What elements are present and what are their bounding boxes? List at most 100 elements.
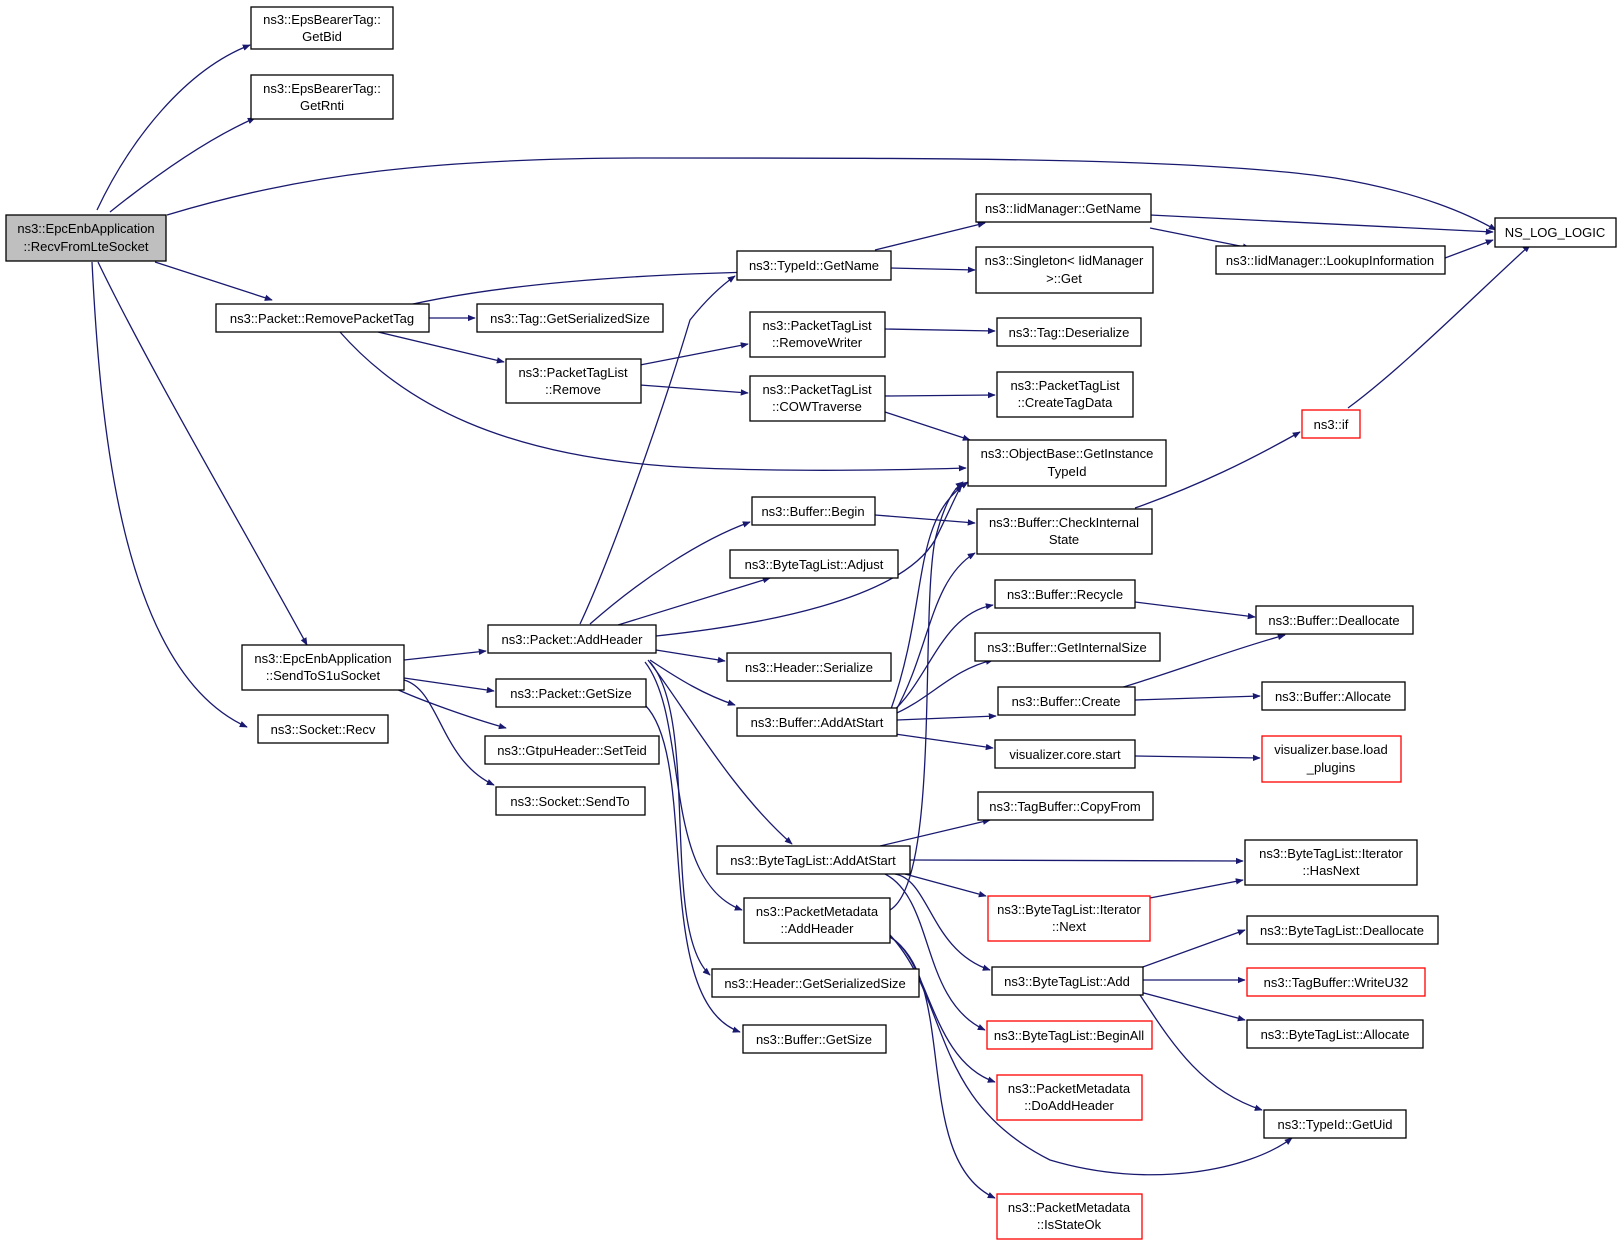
node-bytetaglist-add[interactable]: ns3::ByteTagList::Add: [991, 966, 1144, 996]
node-bytetaglist-addatstart[interactable]: ns3::ByteTagList::AddAtStart: [716, 845, 911, 875]
node-singleton-iidmanager-get[interactable]: ns3::Singleton< IidManager >::Get: [975, 246, 1154, 294]
node-epsbearertag-getbid[interactable]: ns3::EpsBearerTag:: GetBid: [250, 6, 394, 50]
edge-baas-recycle: [889, 603, 994, 715]
node-tag-deserialize[interactable]: ns3::Tag::Deserialize: [996, 317, 1142, 347]
node-gtpuheader-setteid[interactable]: ns3::GtpuHeader::SetTeid: [484, 735, 660, 765]
edge-typeidgetname-singletonget: [889, 266, 976, 274]
node-typeid-getuid[interactable]: ns3::TypeId::GetUid: [1263, 1109, 1407, 1139]
svg-text:ns3::GtpuHeader::SetTeid: ns3::GtpuHeader::SetTeid: [497, 743, 647, 758]
node-buffer-getinternalsize[interactable]: ns3::Buffer::GetInternalSize: [974, 632, 1161, 662]
node-socket-recv[interactable]: ns3::Socket::Recv: [257, 714, 389, 744]
svg-text:ns3::ByteTagList::Allocate: ns3::ByteTagList::Allocate: [1261, 1027, 1410, 1042]
node-packet-getsize[interactable]: ns3::Packet::GetSize: [495, 678, 647, 708]
svg-text:ns3::PacketTagList: ns3::PacketTagList: [762, 318, 872, 333]
node-visualizer-core-start[interactable]: visualizer.core.start: [994, 739, 1136, 769]
svg-text:ns3::Buffer::Begin: ns3::Buffer::Begin: [761, 504, 864, 519]
svg-text:::SendToS1uSocket: ::SendToS1uSocket: [266, 668, 381, 683]
edges: [91, 44, 1531, 1199]
edge-pah-bufferbegin: [589, 521, 751, 625]
node-socket-sendto[interactable]: ns3::Socket::SendTo: [495, 786, 646, 816]
edge-root-sendtos1u: [97, 261, 308, 646]
node-buffer-deallocate[interactable]: ns3::Buffer::Deallocate: [1255, 605, 1414, 635]
edge-pah-typeidgetname: [579, 275, 736, 625]
node-iidmanager-getname[interactable]: ns3::IidManager::GetName: [975, 193, 1152, 223]
node-buffer-getsize[interactable]: ns3::Buffer::GetSize: [742, 1024, 887, 1054]
svg-text:ns3::TagBuffer::CopyFrom: ns3::TagBuffer::CopyFrom: [989, 799, 1141, 814]
node-bytetaglist-deallocate[interactable]: ns3::ByteTagList::Deallocate: [1246, 915, 1439, 945]
node-tag-getserializedsize[interactable]: ns3::Tag::GetSerializedSize: [476, 303, 664, 333]
node-bytetaglist-adjust[interactable]: ns3::ByteTagList::Adjust: [729, 549, 899, 579]
node-header-serialize[interactable]: ns3::Header::Serialize: [726, 652, 892, 682]
node-typeid-getname[interactable]: ns3::TypeId::GetName: [736, 250, 892, 281]
edge-create-allocate: [1134, 693, 1261, 701]
edge-removewriter-deserialize: [884, 327, 996, 335]
node-objectbase-getinstancetypeid[interactable]: ns3::ObjectBase::GetInstance TypeId: [967, 439, 1167, 487]
svg-text:::CreateTagData: ::CreateTagData: [1018, 395, 1113, 410]
node-packet-removepackettag[interactable]: ns3::Packet::RemovePacketTag: [215, 303, 430, 333]
svg-text:ns3::PacketTagList: ns3::PacketTagList: [518, 365, 628, 380]
node-packetmetadata-isstateok[interactable]: ns3::PacketMetadata ::IsStateOk: [996, 1193, 1143, 1240]
svg-text:::COWTraverse: ::COWTraverse: [772, 399, 862, 414]
edge-baas-checkinternal: [894, 552, 976, 713]
edge-recycle-deallocate: [1134, 601, 1256, 620]
edge-root-socketrecv: [91, 261, 248, 728]
edge-next-hasnext: [1149, 878, 1244, 899]
svg-text:ns3::EpcEnbApplication: ns3::EpcEnbApplication: [254, 651, 391, 666]
node-tagbuffer-copyfrom[interactable]: ns3::TagBuffer::CopyFrom: [977, 791, 1154, 821]
edge-s1u-packetaddheader: [403, 648, 487, 661]
svg-text:ns3::PacketMetadata: ns3::PacketMetadata: [1008, 1081, 1131, 1096]
node-epcenb-sendtos1usocket[interactable]: ns3::EpcEnbApplication ::SendToS1uSocket: [241, 644, 405, 691]
node-iidmanager-lookupinformation[interactable]: ns3::IidManager::LookupInformation: [1215, 245, 1446, 275]
edge-root-getbid: [96, 44, 251, 211]
svg-text:ns3::EpsBearerTag::: ns3::EpsBearerTag::: [263, 81, 381, 96]
svg-text:ns3::IidManager::GetName: ns3::IidManager::GetName: [985, 201, 1141, 216]
node-ns-log-logic[interactable]: NS_LOG_LOGIC: [1494, 217, 1617, 248]
node-packettaglist-remove[interactable]: ns3::PacketTagList ::Remove: [505, 358, 642, 404]
node-packet-addheader[interactable]: ns3::Packet::AddHeader: [487, 624, 657, 654]
svg-text:ns3::PacketMetadata: ns3::PacketMetadata: [1008, 1200, 1131, 1215]
node-buffer-addatstart[interactable]: ns3::Buffer::AddAtStart: [736, 707, 898, 737]
edge-baas-visstart: [894, 733, 994, 751]
node-epsbearertag-getrnti[interactable]: ns3::EpsBearerTag:: GetRnti: [250, 74, 394, 120]
node-bytetaglist-iterator-next[interactable]: ns3::ByteTagList::Iterator ::Next: [987, 895, 1151, 942]
node-bytetaglist-iterator-hasnext[interactable]: ns3::ByteTagList::Iterator ::HasNext: [1244, 839, 1418, 886]
node-buffer-checkinternalstate[interactable]: ns3::Buffer::CheckInternal State: [976, 508, 1153, 555]
node-packettaglist-cowtraverse[interactable]: ns3::PacketTagList ::COWTraverse: [749, 375, 886, 422]
edge-btladd-typeidgetuid: [1139, 994, 1263, 1111]
node-bytetaglist-beginall[interactable]: ns3::ByteTagList::BeginAll: [986, 1020, 1153, 1050]
edge-rpt-getinstancetypeid: [339, 331, 967, 472]
edge-cow-getinstancetypeid: [884, 411, 971, 441]
node-bytetaglist-allocate[interactable]: ns3::ByteTagList::Allocate: [1246, 1019, 1424, 1049]
node-packettaglist-createtagdata[interactable]: ns3::PacketTagList ::CreateTagData: [996, 371, 1134, 418]
svg-text:ns3::IidManager::LookupInforma: ns3::IidManager::LookupInformation: [1226, 253, 1434, 268]
edge-pah-headergetsersize: [649, 661, 711, 976]
edge-btlaas-copyfrom: [879, 818, 991, 847]
node-buffer-allocate[interactable]: ns3::Buffer::Allocate: [1261, 681, 1406, 711]
svg-text:ns3::ByteTagList::Iterator: ns3::ByteTagList::Iterator: [997, 902, 1141, 917]
svg-text:_plugins: _plugins: [1306, 760, 1356, 775]
node-packettaglist-removewriter[interactable]: ns3::PacketTagList ::RemoveWriter: [749, 311, 886, 358]
svg-text:ns3::ByteTagList::Adjust: ns3::ByteTagList::Adjust: [745, 557, 884, 572]
node-epcenb-recvfromltesocket[interactable]: ns3::EpcEnbApplication ::RecvFromLteSock…: [5, 214, 167, 262]
svg-text:ns3::Buffer::GetSize: ns3::Buffer::GetSize: [756, 1032, 872, 1047]
svg-text:ns3::Packet::AddHeader: ns3::Packet::AddHeader: [502, 632, 644, 647]
node-visualizer-base-load-plugins[interactable]: visualizer.base.load _plugins: [1261, 735, 1402, 783]
edge-create-deallocate: [1119, 633, 1286, 689]
node-packetmetadata-addheader[interactable]: ns3::PacketMetadata ::AddHeader: [743, 897, 891, 944]
svg-text:ns3::PacketTagList: ns3::PacketTagList: [1010, 378, 1120, 393]
edge-pah-pmaddheader: [644, 661, 743, 911]
svg-text:ns3::Packet::RemovePacketTag: ns3::Packet::RemovePacketTag: [230, 311, 414, 326]
svg-text:GetBid: GetBid: [302, 29, 342, 44]
svg-text:NS_LOG_LOGIC: NS_LOG_LOGIC: [1505, 225, 1605, 240]
node-tagbuffer-writeu32[interactable]: ns3::TagBuffer::WriteU32: [1246, 967, 1426, 997]
node-header-getserializedsize[interactable]: ns3::Header::GetSerializedSize: [711, 968, 920, 998]
node-ns3-if[interactable]: ns3::if: [1301, 409, 1361, 439]
svg-text:visualizer.core.start: visualizer.core.start: [1009, 747, 1121, 762]
node-packetmetadata-doaddheader[interactable]: ns3::PacketMetadata ::DoAddHeader: [996, 1074, 1143, 1121]
node-buffer-create[interactable]: ns3::Buffer::Create: [997, 686, 1136, 716]
node-buffer-begin[interactable]: ns3::Buffer::Begin: [751, 496, 876, 526]
edge-visstart-loadplugins: [1134, 754, 1261, 762]
edge-lookupinfo-nsloglogic: [1444, 239, 1494, 259]
node-buffer-recycle[interactable]: ns3::Buffer::Recycle: [994, 579, 1136, 609]
edge-pah-btladdatstart: [647, 659, 793, 845]
